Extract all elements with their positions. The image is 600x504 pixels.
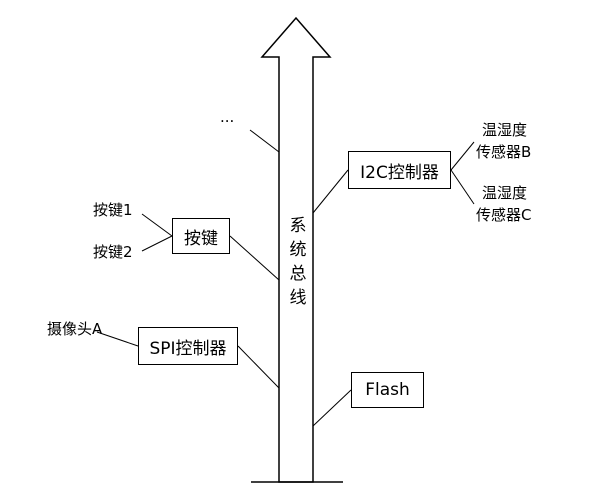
system-bus-arrow — [260, 16, 332, 483]
bus-label-char: 线 — [289, 288, 307, 308]
sensor-c-connector — [450, 169, 475, 205]
sensor-b-line2: 传感器B — [476, 143, 532, 161]
bus-label-char: 系 — [289, 216, 307, 236]
ellipsis-connector — [249, 129, 280, 153]
key1-label: 按键1 — [93, 201, 133, 219]
key1-connector — [141, 213, 173, 237]
camera-connector — [96, 331, 139, 347]
ellipsis-label: ... — [220, 108, 235, 126]
sensor-b-line1: 温湿度 — [482, 121, 528, 139]
keys-block: 按键 — [172, 218, 230, 254]
keys-bus-connector — [229, 235, 280, 281]
flash-block: Flash — [351, 372, 424, 408]
i2c-controller-block: I2C控制器 — [348, 151, 451, 189]
key2-label: 按键2 — [93, 243, 133, 261]
sensor-c-line1: 温湿度 — [482, 184, 528, 202]
sensor-b-label: 温湿度 传感器B — [476, 119, 531, 163]
flash-bus-connector — [312, 389, 352, 427]
key2-connector — [141, 235, 173, 252]
system-bus-label: 系 统 总 线 — [283, 214, 313, 310]
camera-label: 摄像头A — [47, 320, 103, 338]
spi-bus-connector — [237, 345, 280, 389]
sensor-c-line2: 传感器C — [476, 206, 532, 224]
bus-label-char: 总 — [289, 264, 307, 284]
sensor-b-connector — [450, 141, 475, 171]
spi-controller-block: SPI控制器 — [138, 327, 238, 365]
i2c-bus-connector — [312, 169, 349, 214]
bus-label-char: 统 — [289, 240, 307, 260]
sensor-c-label: 温湿度 传感器C — [476, 182, 531, 226]
